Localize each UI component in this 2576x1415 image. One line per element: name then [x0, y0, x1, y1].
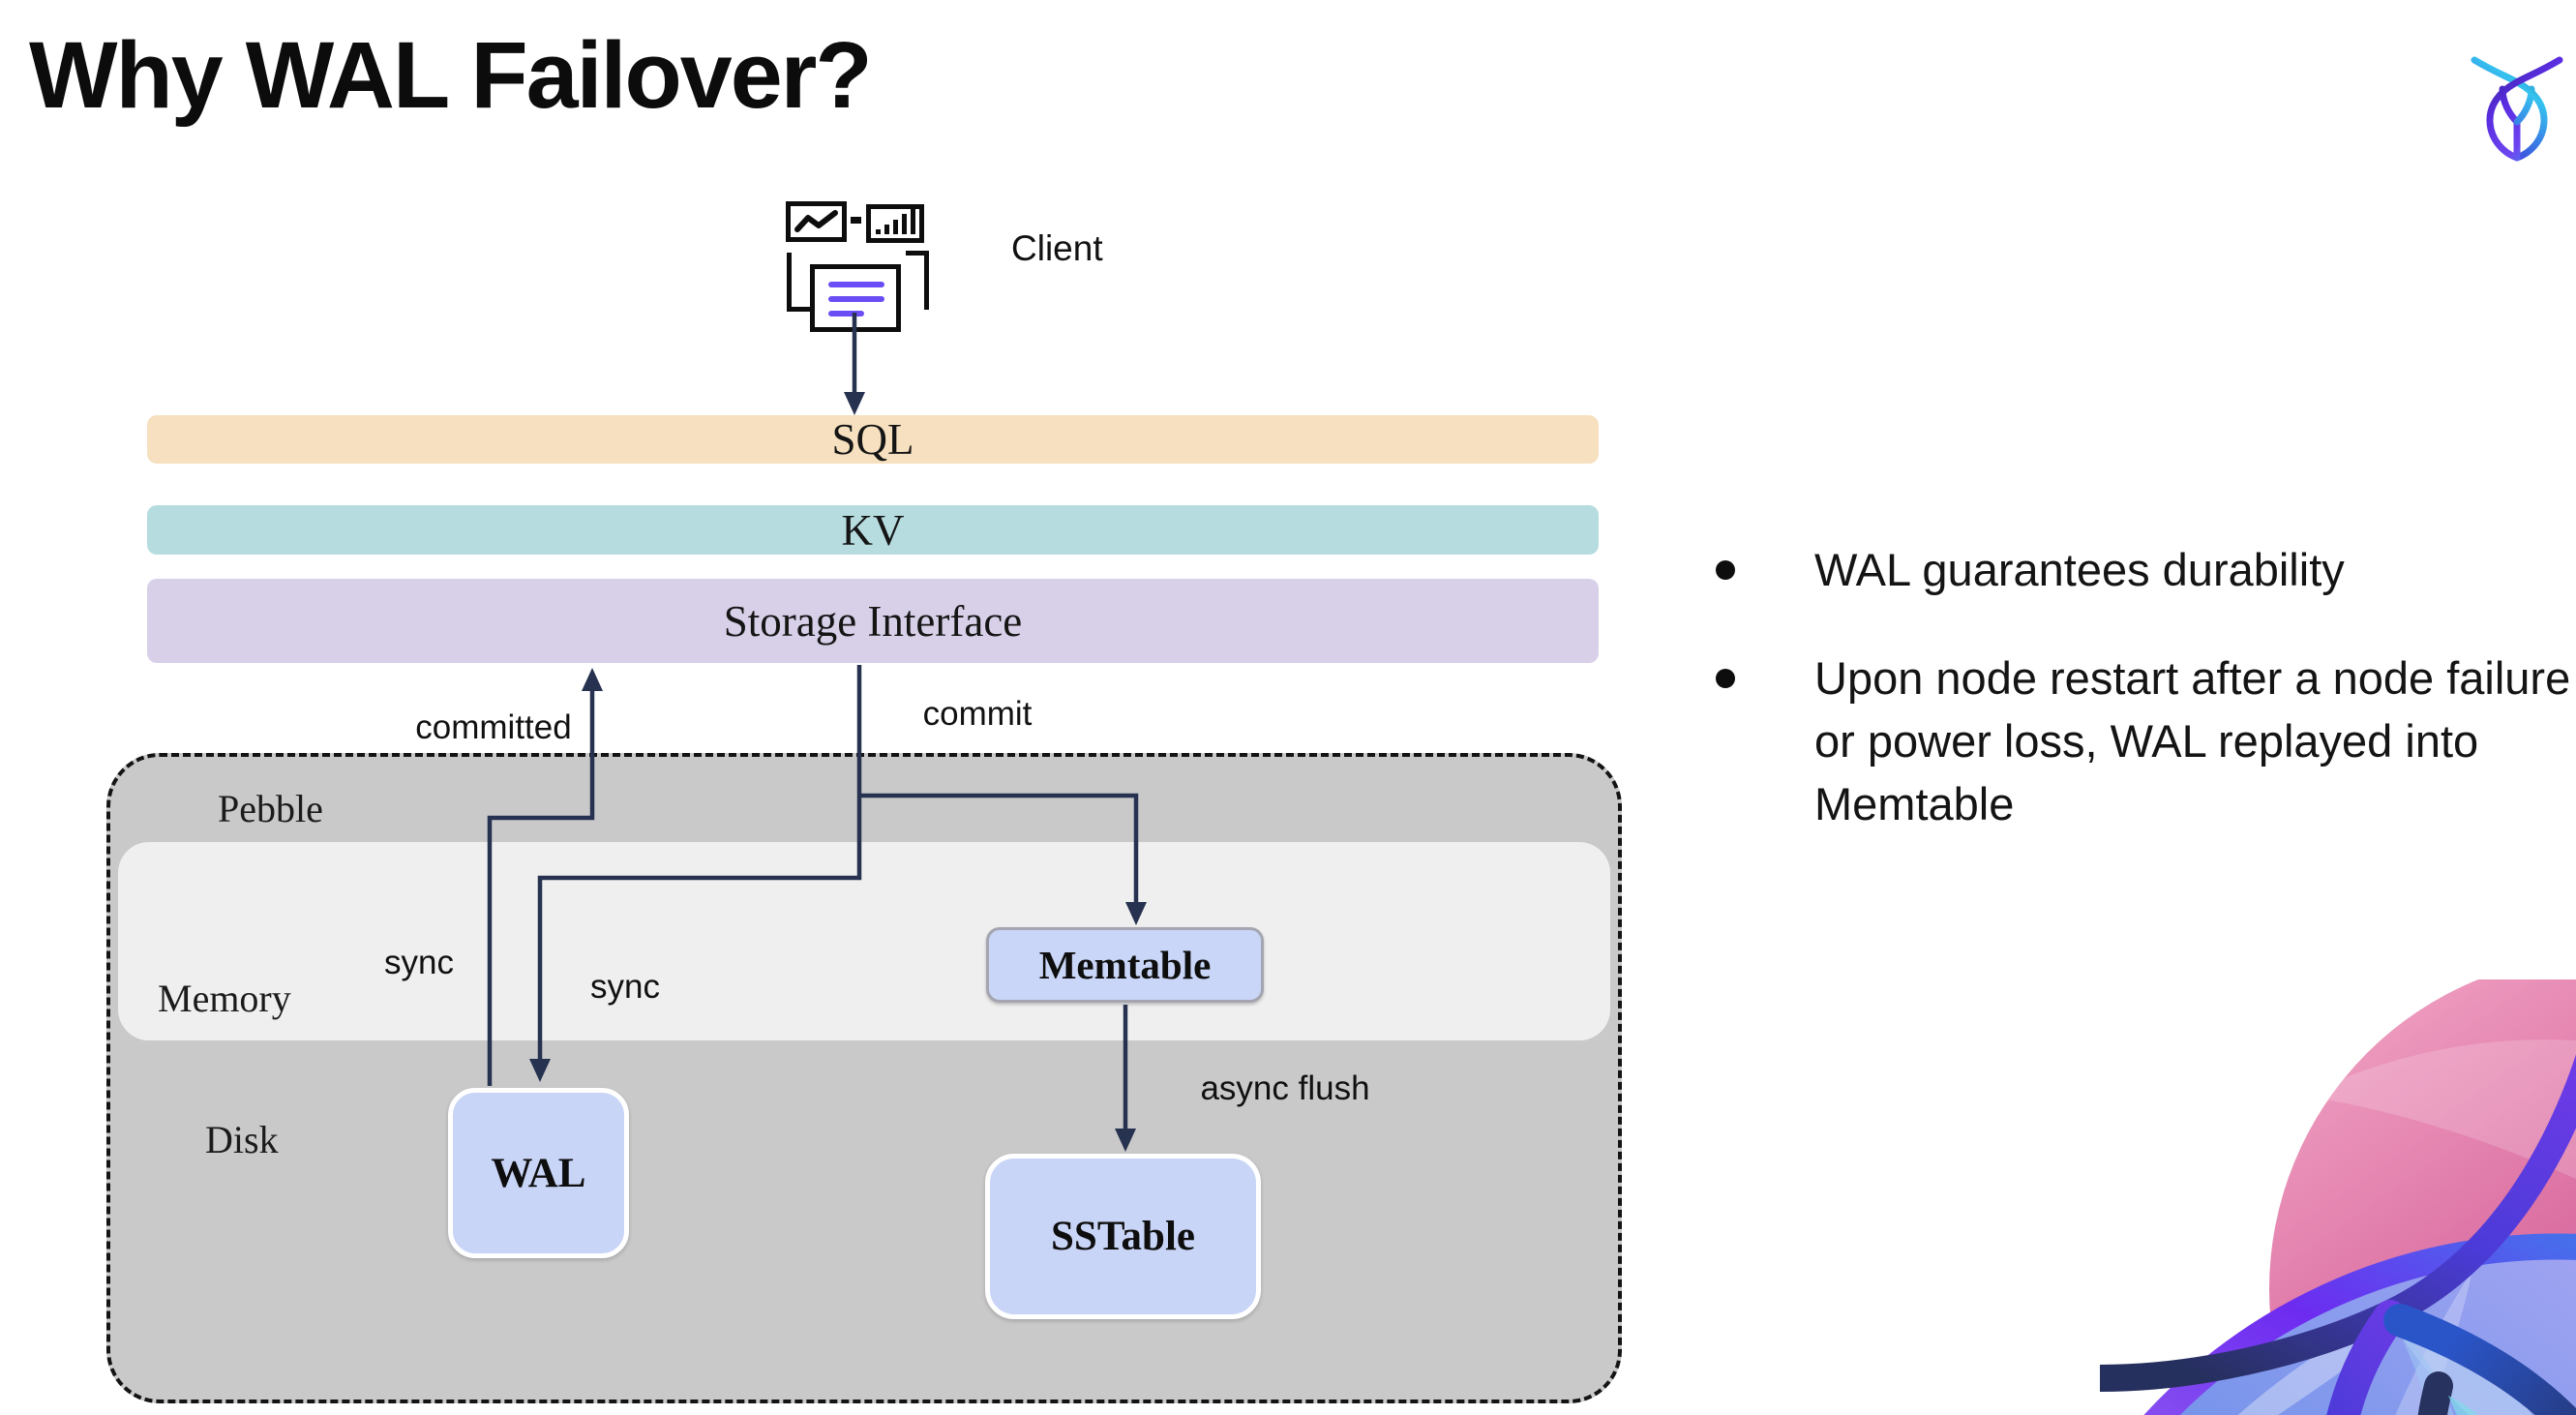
memtable-node: Memtable	[986, 927, 1264, 1003]
memtable-label: Memtable	[1038, 943, 1212, 987]
kv-layer-label: KV	[841, 505, 905, 555]
list-item: Upon node restart after a node failure o…	[1716, 647, 2576, 835]
kv-layer-bar: KV	[147, 505, 1599, 555]
pebble-label: Pebble	[218, 787, 323, 830]
bullet-dot-icon	[1716, 669, 1735, 688]
sync-right-flow-label: sync	[590, 968, 660, 1006]
line-chart-icon	[786, 201, 847, 242]
memory-label: Memory	[158, 977, 291, 1020]
arrowhead-up	[582, 668, 603, 691]
bracket-right-icon	[906, 251, 929, 310]
document-icon	[810, 264, 901, 332]
async-flush-flow-label: async flush	[1200, 1069, 1370, 1107]
bullet-text: WAL guarantees durability	[1814, 544, 2345, 595]
page-title: Why WAL Failover?	[29, 22, 873, 128]
wal-label: WAL	[491, 1150, 586, 1196]
sstable-node: SSTable	[985, 1154, 1261, 1319]
bullet-list: WAL guarantees durability Upon node rest…	[1716, 538, 2576, 835]
disk-label: Disk	[205, 1118, 279, 1161]
wal-node: WAL	[448, 1088, 629, 1258]
client-workload-icon	[782, 192, 937, 337]
antenna-band	[2099, 1053, 2576, 1392]
commit-flow-label: commit	[922, 695, 1033, 733]
client-label: Client	[1011, 228, 1103, 268]
rim-band	[2143, 1233, 2576, 1415]
memory-zone	[118, 842, 1610, 1040]
sstable-label: SSTable	[1050, 1214, 1195, 1259]
leaf-left-edge	[2326, 1300, 2407, 1415]
list-item: WAL guarantees durability	[1716, 538, 2576, 601]
leaf-right-edge	[2383, 1304, 2576, 1415]
cockroachdb-logo-icon	[2471, 56, 2563, 162]
arrowhead-down	[844, 392, 865, 415]
dash-connector	[851, 217, 861, 224]
bullet-dot-icon	[1716, 560, 1735, 580]
sql-layer-label: SQL	[831, 415, 914, 464]
sync-left-flow-label: sync	[384, 944, 454, 981]
bar-chart-icon	[866, 204, 924, 243]
sql-layer-bar: SQL	[147, 415, 1599, 464]
bullet-text: Upon node restart after a node failure o…	[1814, 652, 2571, 829]
storage-interface-label: Storage Interface	[723, 596, 1023, 646]
committed-flow-label: committed	[415, 708, 572, 746]
storage-interface-bar: Storage Interface	[147, 579, 1599, 663]
bracket-left-icon	[787, 253, 815, 312]
cockroachdb-brand-sphere-art	[2099, 979, 2576, 1415]
